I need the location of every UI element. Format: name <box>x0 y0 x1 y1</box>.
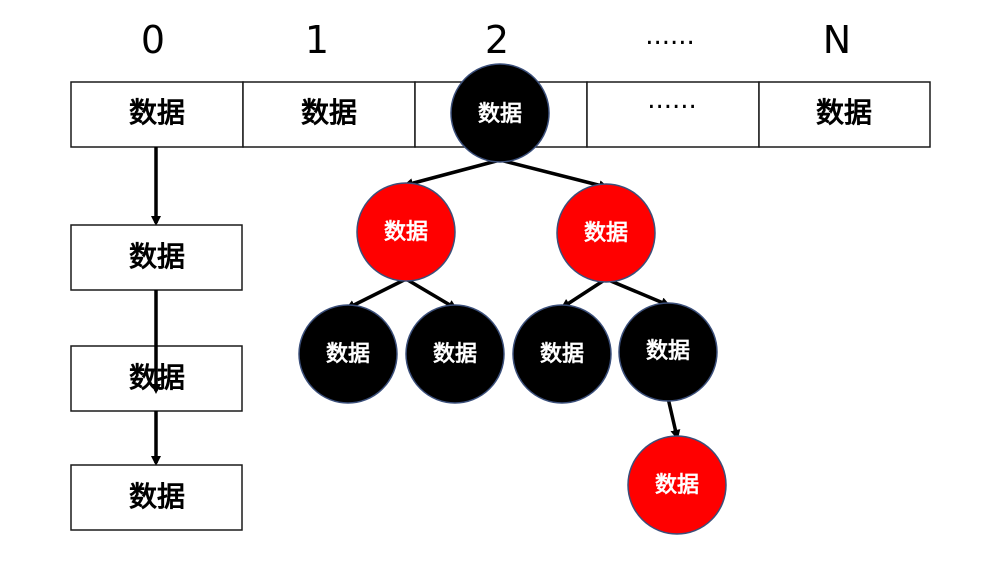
tree-edge-l1a-right <box>405 277 458 310</box>
tree-level2-node-4 <box>618 302 718 402</box>
tree-root-node <box>450 63 550 163</box>
index-label-0: 0 <box>141 18 165 62</box>
index-label-1: 1 <box>305 18 329 62</box>
tree-level2-3-label: 数据 <box>540 341 584 367</box>
tree-level3-node-1 <box>627 435 727 535</box>
tree-edge-root-right <box>499 158 609 191</box>
tree-level3-1-label: 数据 <box>655 472 699 498</box>
tree-edge-l1b-right <box>605 277 671 307</box>
list-node-3 <box>70 464 243 531</box>
array-cell-n-label: 数据 <box>816 96 872 129</box>
index-label-ellipsis: ...... <box>645 21 695 51</box>
tree-level2-4-label: 数据 <box>646 338 690 364</box>
tree-level2-node-1 <box>298 304 398 404</box>
tree-level1-node-left <box>356 182 456 282</box>
tree-edge-root-left <box>403 158 501 189</box>
tree-level1-left-label: 数据 <box>384 219 428 245</box>
tree-level2-2-label: 数据 <box>433 341 477 367</box>
tree-level2-node-2 <box>405 304 505 404</box>
list-node-1 <box>70 224 243 291</box>
list-node-1-label: 数据 <box>129 240 185 273</box>
tree-edge-l1a-left <box>345 277 407 310</box>
tree-level2-node-3 <box>512 304 612 404</box>
tree-edge-l1b-left <box>560 277 607 309</box>
tree-level2-1-label: 数据 <box>326 341 370 367</box>
tree-level1-right-label: 数据 <box>584 220 628 246</box>
array-cell-ellipsis <box>586 81 760 148</box>
array-cell-0 <box>70 81 244 148</box>
tree-edge-l2d-child <box>666 397 681 440</box>
array-cell-ellipsis-label: ...... <box>647 85 697 115</box>
tree-level1-node-right <box>556 183 656 283</box>
index-label-n: N <box>823 18 851 62</box>
array-cell-1 <box>242 81 416 148</box>
array-cell-n <box>758 81 931 148</box>
index-label-2: 2 <box>485 18 509 62</box>
array-cell-0-label: 数据 <box>129 96 185 129</box>
tree-root-label: 数据 <box>478 101 522 127</box>
list-node-3-label: 数据 <box>129 480 185 513</box>
array-cell-1-label: 数据 <box>301 96 357 129</box>
